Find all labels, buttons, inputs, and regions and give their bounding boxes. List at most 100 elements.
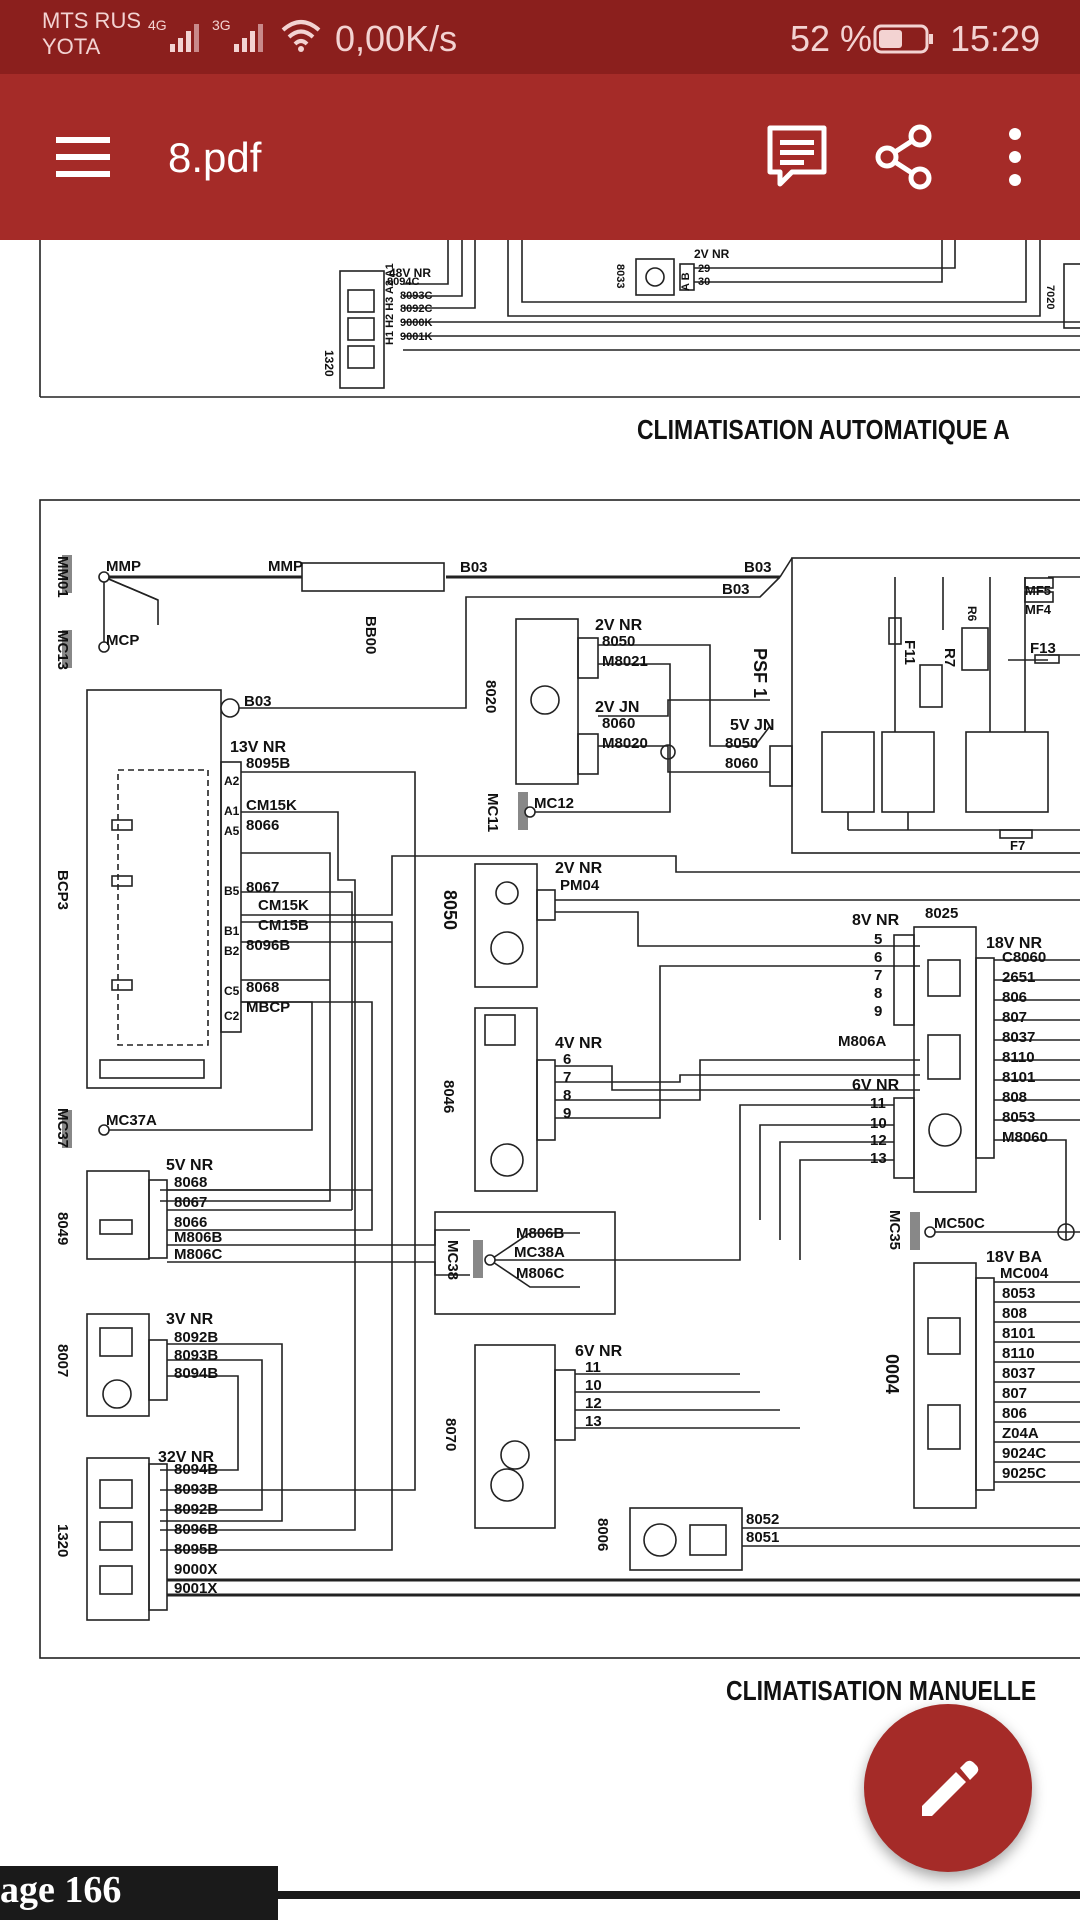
node-label: MF4 [1025,602,1052,617]
pin-label: A B [680,272,692,291]
wire-label: MC38A [514,1244,565,1261]
wire-label: 8052 [746,1511,779,1528]
wifi-icon [281,20,321,52]
pencil-icon [922,1760,979,1816]
wire-label: 8067 [174,1194,207,1211]
wire-label: 8 [563,1087,571,1104]
section-caption: CLIMATISATION AUTOMATIQUE A [637,415,1010,446]
wire-label: CM15K [258,897,309,914]
network-2-label: 3G [212,17,231,33]
connector-label: 8V NR [852,912,900,929]
wire-label: 29 [698,263,710,275]
node-label: MC37A [106,1112,157,1129]
wire-label: 9000X [174,1561,217,1578]
component-label: 8049 [54,1212,71,1245]
node-label: BB00 [362,616,379,654]
wiring-diagram: 8094C 8093C 8092C 9000K 9001K 48V NR H1 … [39,240,1080,1707]
wire-label: 13 [585,1413,602,1430]
component-label: BCP3 [54,870,71,910]
connector-label: 2V NR [595,617,643,634]
component-label: 8007 [54,1344,71,1377]
comments-icon[interactable] [762,122,832,192]
wire-label: 8060 [602,715,635,732]
net-speed: 0,00K/s [335,18,458,59]
node-label: R7 [941,648,958,667]
connector-label: 3V NR [166,1311,214,1328]
section-caption: CLIMATISATION MANUELLE [726,1676,1036,1707]
wire-label: 8060 [725,755,758,772]
battery-percent: 52 % [790,18,873,59]
wire-label: M806A [838,1033,887,1050]
wire-label: 6 [874,949,882,966]
wire-label: 30 [698,276,710,288]
component-label: 0004 [882,1354,902,1394]
wire-label: 808 [1002,1305,1027,1322]
signal-3g-icon: 3G [212,17,263,52]
wire-label: 9001K [400,331,432,343]
carrier-secondary: YOTA [42,34,101,59]
wire-label: 2651 [1002,969,1035,986]
menu-icon[interactable] [52,129,114,185]
wire-label: 8050 [725,735,758,752]
wire-label: M806B [174,1229,223,1246]
document-title: 8.pdf [168,134,262,181]
wire-label: 6 [563,1051,571,1068]
wire-label: M806C [516,1265,565,1282]
connector-label: 2V NR [555,860,603,877]
pdf-page-view[interactable]: 8094C 8093C 8092C 9000K 9001K 48V NR H1 … [0,240,1080,1920]
pin-label: B1 [224,924,240,938]
wire-label: 11 [870,1095,886,1112]
wire-label: 7 [874,967,882,984]
component-label: 8046 [440,1080,457,1113]
node-label: F13 [1030,640,1056,657]
page-label-box [0,1866,278,1920]
component-label: 8020 [482,680,499,713]
edit-fab-button[interactable] [864,1704,1032,1872]
node-label: R6 [965,606,979,622]
wire-label: C8060 [1002,949,1046,966]
wire-label: 8095B [174,1541,218,1558]
connector-label: 6V NR [852,1077,900,1094]
connector-label: 5V NR [166,1157,214,1174]
top-diagram-fragment [39,240,1080,398]
share-icon[interactable] [870,122,940,192]
wire-label: 13 [870,1150,887,1167]
node-label: MC37 [54,1108,71,1148]
node-label: MCP [106,632,139,649]
wire-label: 8093C [400,290,432,302]
more-vert-icon[interactable] [980,122,1050,192]
wire-label: 8050 [602,633,635,650]
wire-label: 8066 [246,817,279,834]
wire-label: 10 [585,1377,602,1394]
node-label: MMP [106,558,141,575]
wire-label: 806 [1002,1405,1027,1422]
connector-label: 32V NR [158,1449,214,1466]
node-label: MC12 [534,795,574,812]
wire-label: 8092B [174,1501,218,1518]
wire-label: 8051 [746,1529,779,1546]
pin-label: C5 [224,984,240,998]
connector-label: 2V JN [595,699,639,716]
component-label: 7020 [1044,285,1056,309]
wire-label: 5 [874,931,882,948]
node-label: B03 [460,559,488,576]
component-label: 8006 [594,1518,611,1551]
wire-label: 7 [563,1069,571,1086]
wire-label: 8068 [174,1174,207,1191]
wire-label: 9000K [400,317,432,329]
wire-label: 12 [585,1395,602,1412]
wire-label: 8092C [400,303,432,315]
wire-label: 8037 [1002,1365,1035,1382]
app-bar: 8.pdf [0,74,1080,240]
wire-label: MBCP [246,999,290,1016]
wire-label: 8110 [1002,1345,1035,1362]
wire-label: 9025C [1002,1465,1046,1482]
connector-label: 18V BA [986,1249,1042,1266]
wire-label: 8067 [246,879,279,896]
wire-label: 8096B [174,1521,218,1538]
wire-label: 806 [1002,989,1027,1006]
carrier-primary: MTS RUS [42,8,141,33]
connector-label: 6V NR [575,1343,623,1360]
pin-label: A2 [224,774,240,788]
pin-label: H1 H2 H3 A2 A1 [384,263,396,345]
